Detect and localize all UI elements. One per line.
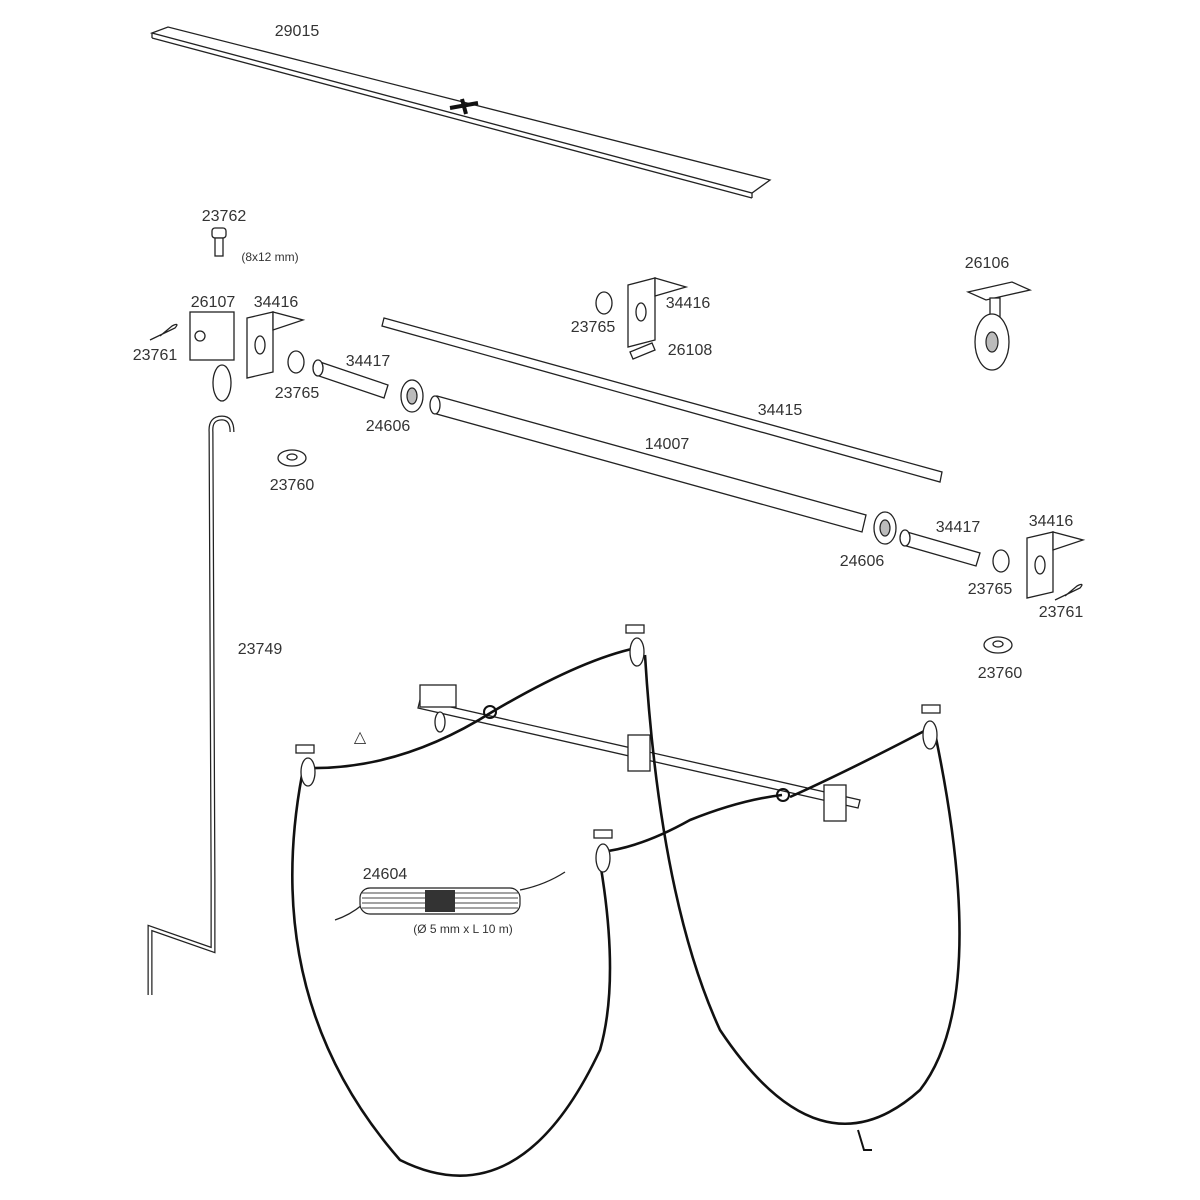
bearing-icon (400, 379, 424, 413)
label-rope-size: (Ø 5 mm x L 10 m) (413, 922, 513, 936)
bolt-icon (211, 227, 227, 257)
label-34416-mid: 34416 (666, 295, 711, 312)
label-23760-left: 23760 (270, 477, 315, 494)
label-26108: 26108 (668, 342, 713, 359)
label-23760-right: 23760 (978, 665, 1023, 682)
washer-icon (983, 636, 1013, 654)
label-23765-left: 23765 (275, 385, 320, 402)
mounting-plate (149, 26, 772, 199)
label-34415: 34415 (758, 402, 803, 419)
label-26106: 26106 (965, 255, 1010, 272)
hand-crank (147, 415, 235, 995)
label-29015: 29015 (275, 23, 320, 40)
washer-icon (277, 449, 307, 467)
label-34416-left: 34416 (254, 294, 299, 311)
square-rod (381, 317, 943, 483)
assembled-view (291, 624, 961, 1177)
bracket-icon (246, 311, 306, 379)
clip-icon (1054, 583, 1083, 601)
label-23765-right: 23765 (968, 581, 1013, 598)
pulley-icon (965, 281, 1033, 371)
rope-coil-icon (334, 871, 566, 921)
label-34417-left: 34417 (346, 353, 391, 370)
tube (429, 395, 867, 533)
warning-symbol: △ (354, 729, 367, 746)
ring-icon (992, 549, 1010, 573)
bracket-icon (627, 277, 689, 348)
label-26107: 26107 (191, 294, 236, 311)
pulley-icon (295, 744, 316, 787)
label-34417-right: 34417 (936, 519, 981, 536)
clip-icon (149, 323, 178, 341)
label-24606-right: 24606 (840, 553, 885, 570)
label-23762: 23762 (202, 208, 247, 225)
label-34416-right: 34416 (1029, 513, 1074, 530)
sleeve-icon (312, 359, 389, 399)
label-23761-right: 23761 (1039, 604, 1084, 621)
bracket-icon (1026, 531, 1086, 599)
pulley-icon (625, 624, 645, 667)
sleeve-icon (899, 529, 981, 567)
pin-icon (629, 342, 656, 360)
bearing-icon (873, 511, 897, 545)
label-23765-mid: 23765 (571, 319, 616, 336)
label-23749: 23749 (238, 641, 283, 658)
ring-icon (287, 350, 305, 374)
pulley-icon (921, 704, 941, 750)
label-14007: 14007 (645, 436, 690, 453)
ring-icon (595, 291, 613, 315)
hook-bracket-icon (189, 311, 235, 402)
pulley-icon (593, 829, 613, 873)
label-23761-left: 23761 (133, 347, 178, 364)
label-24604: 24604 (363, 866, 408, 883)
label-bolt-size: (8x12 mm) (241, 250, 298, 264)
label-24606-left: 24606 (366, 418, 411, 435)
